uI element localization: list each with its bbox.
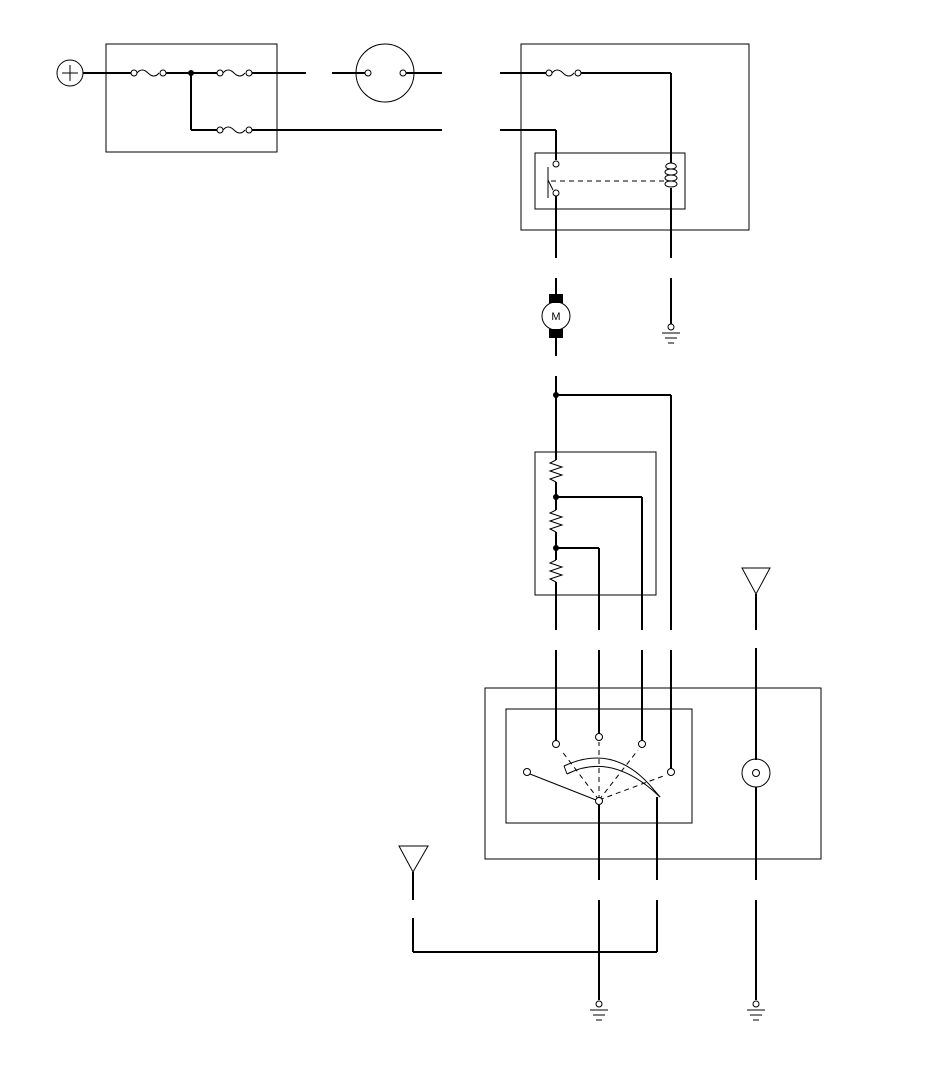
fuse-icon (545, 69, 582, 77)
ground-icon (747, 1000, 765, 1021)
antenna-triangle-icon (741, 567, 771, 630)
fuse-icon (216, 126, 253, 134)
connector-icon (332, 43, 442, 103)
rotary-switch-icon (523, 733, 675, 805)
fuse-box (56, 43, 442, 153)
motor-label: M (551, 311, 560, 323)
resistor-box (534, 451, 657, 630)
battery-positive-icon (56, 59, 84, 87)
lamp-icon (741, 758, 771, 880)
resistor-icon (548, 509, 564, 533)
switch-box (484, 648, 822, 880)
resistor-icon (548, 459, 564, 483)
relay-box (500, 43, 750, 258)
fuse-icon (216, 69, 253, 77)
ground-icon (590, 1000, 608, 1021)
relay-coil-icon (664, 162, 678, 188)
antenna-triangle-icon (398, 845, 429, 900)
relay-icon (534, 152, 686, 210)
resistor-icon (548, 559, 564, 583)
fuse-icon (130, 69, 167, 77)
ground-icon (662, 323, 680, 344)
motor-icon: M (541, 278, 571, 356)
